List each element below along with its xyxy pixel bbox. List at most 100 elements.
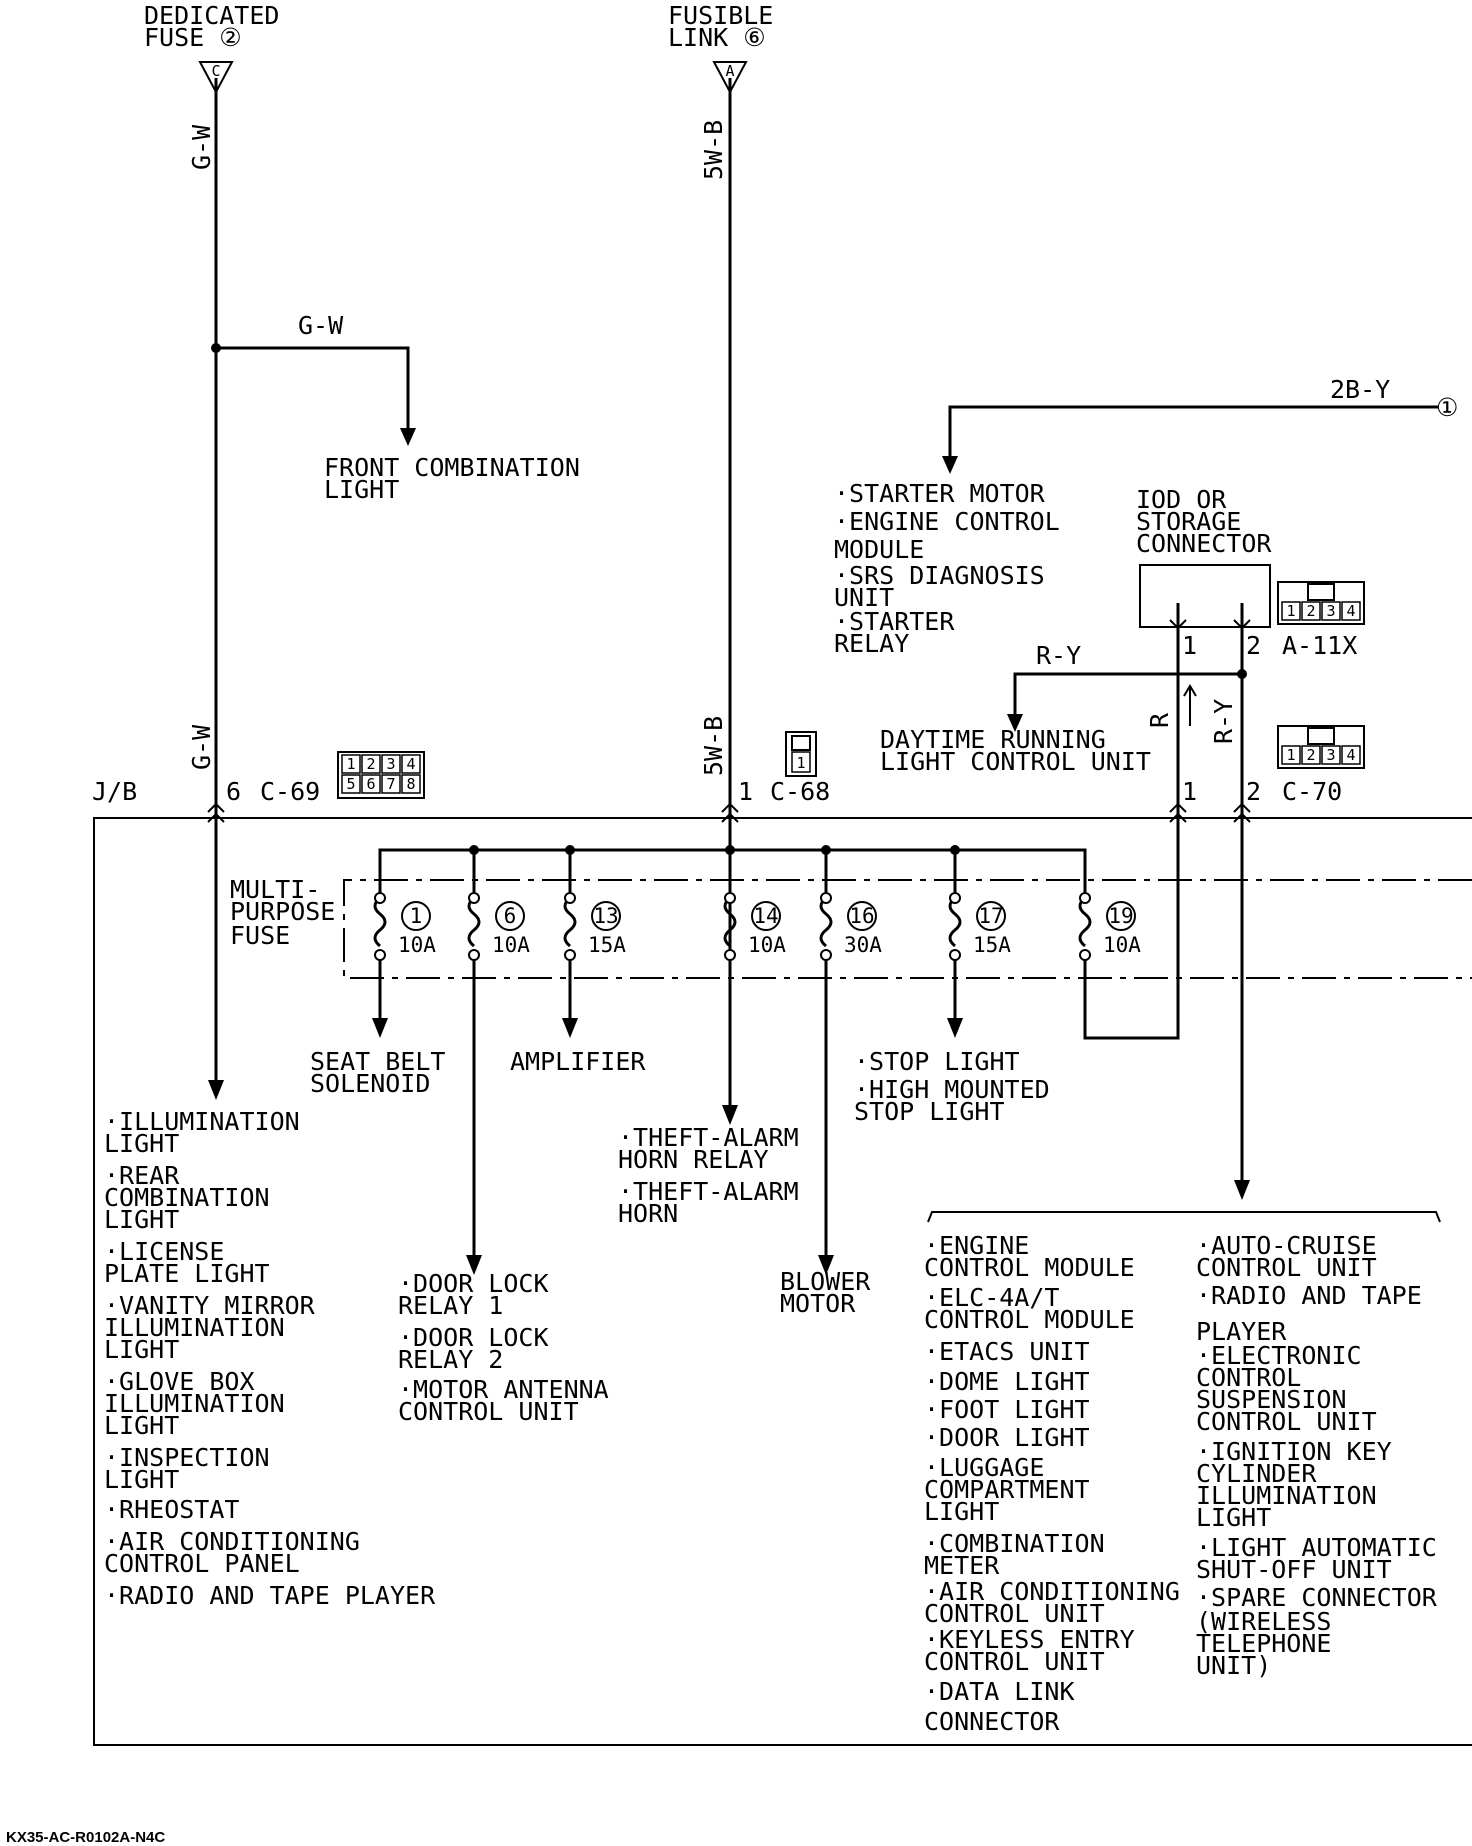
stop-light-label: ·STOP LIGHT ·HIGH MOUNTED STOP LIGHT — [854, 1047, 1065, 1126]
fuse-terminal-top — [564, 892, 576, 904]
wires — [93, 78, 1472, 1746]
fuse-number-circle — [401, 901, 431, 931]
c68-pin: 1 — [738, 777, 753, 806]
jb-label: J/B — [92, 777, 137, 806]
fuse-number-circle — [751, 901, 781, 931]
connection-ref-symbol: ① — [1436, 393, 1458, 422]
connector-pin-number: 3 — [386, 755, 395, 773]
c70-pin-1: 1 — [1182, 777, 1197, 806]
dedicated-terminal-letter: C — [211, 62, 220, 80]
iod-connector-id: A-11X — [1282, 631, 1357, 660]
right-load-column-2: ·AUTO-CRUISE CONTROL UNIT ·RADIO AND TAP… — [1196, 1231, 1452, 1680]
connector-pin-cell — [341, 754, 361, 774]
door-lock-list: ·DOOR LOCK RELAY 1 ·DOOR LOCK RELAY 2 ·M… — [398, 1269, 624, 1426]
front-combination-light-label: FRONT COMBINATION LIGHT — [324, 453, 595, 504]
fuse-terminal-top — [820, 892, 832, 904]
connector-pin-cell — [1341, 601, 1361, 621]
fuse-terminal-bottom — [1079, 949, 1091, 961]
fuse-rating: 10A — [398, 933, 436, 957]
connector-pin-number: 4 — [406, 755, 415, 773]
fuse-number-circle — [1106, 901, 1136, 931]
connector-pin-number: 6 — [366, 775, 375, 793]
connector-pin-number: 1 — [796, 754, 805, 772]
fuse-terminal-top — [949, 892, 961, 904]
connector-pin-cell — [1301, 745, 1321, 765]
fuse-number: 6 — [504, 904, 517, 928]
wire-color-r: R — [1145, 712, 1174, 728]
fusible-terminal-letter: A — [725, 62, 734, 80]
connector-pin-number: 1 — [346, 755, 355, 773]
fuse-number: 1 — [410, 904, 423, 928]
pin-chevrons — [207, 619, 1251, 823]
iod-pin-1: 1 — [1182, 631, 1197, 660]
connector-pin-cell — [1281, 745, 1301, 765]
connector-pin-number: 7 — [386, 775, 395, 793]
connector-pin-cell — [361, 774, 381, 794]
fuse-number-circle — [495, 901, 525, 931]
connector-pin-cell — [341, 774, 361, 794]
fusible-link-label: FUSIBLE LINK ⑥ — [668, 1, 788, 52]
connector-pin-number: 3 — [1326, 602, 1335, 620]
connector-pin-cell — [1321, 745, 1341, 765]
fuse-number: 13 — [593, 904, 618, 928]
fuse-rating: 30A — [844, 933, 882, 957]
iod-pin-2: 2 — [1246, 631, 1261, 660]
connector-pin-cell — [401, 754, 421, 774]
fuse-number: 17 — [978, 904, 1003, 928]
connector-pin-number: 8 — [406, 775, 415, 793]
fuse-symbol — [948, 896, 962, 948]
connector-pin-number: 2 — [1306, 602, 1315, 620]
connector-pin-cell — [361, 754, 381, 774]
fuse-rating: 10A — [1103, 933, 1141, 957]
fuse-rating: 10A — [492, 933, 530, 957]
multi-purpose-fuse-label: MULTI- PURPOSE FUSE — [230, 875, 350, 950]
fuse-terminal-bottom — [820, 949, 832, 961]
figure-code: KX35-AC-R0102A-N4C — [6, 1829, 165, 1846]
fuse-terminal-top — [374, 892, 386, 904]
arrowheads — [208, 428, 1250, 1275]
connector-pin-number: 1 — [1286, 602, 1295, 620]
fuse-terminal-top — [1079, 892, 1091, 904]
fuse-symbol — [1078, 896, 1092, 948]
fuse-terminal-top — [724, 892, 736, 904]
theft-alarm-label: ·THEFT-ALARM HORN RELAY ·THEFT-ALARM HOR… — [618, 1123, 814, 1228]
wire-color-5wb-low: 5W-B — [699, 716, 728, 776]
connector-pin-number: 2 — [366, 755, 375, 773]
connector-pin-cell — [1321, 601, 1341, 621]
fuse-terminal-bottom — [468, 949, 480, 961]
fuse-symbol — [723, 896, 737, 948]
c70-pin-2: 2 — [1246, 777, 1261, 806]
connector-pin-number: 4 — [1346, 746, 1355, 764]
connector-icon-c68: 1 — [785, 731, 817, 777]
fuse-symbol — [563, 896, 577, 948]
starter-group-label: ·STARTER MOTOR ·ENGINE CONTROL MODULE ·S… — [834, 479, 1075, 658]
connector-pin-cell — [1341, 745, 1361, 765]
wire-color-5wb-top: 5W-B — [699, 120, 728, 180]
illumination-list: ·ILLUMINATION LIGHT ·REAR COMBINATION LI… — [104, 1107, 436, 1610]
connector-pin-cell — [1301, 601, 1321, 621]
wire-color-gw-branch: G-W — [298, 311, 344, 340]
fuse-rating: 15A — [588, 933, 626, 957]
connector-pin-number: 4 — [1346, 602, 1355, 620]
wire-color-gw-low: G-W — [187, 724, 216, 770]
amplifier-label: AMPLIFIER — [510, 1047, 646, 1076]
blower-motor-label: BLOWER MOTOR — [780, 1267, 885, 1318]
right-load-column-1: ·ENGINE CONTROL MODULE ·ELC-4A/T CONTROL… — [924, 1231, 1195, 1736]
fuse-terminal-bottom — [949, 949, 961, 961]
wire-color-labels: G-W G-W G-W 5W-B 5W-B 2B-Y R-Y R R-Y — [187, 120, 1390, 776]
c68-id: C-68 — [770, 777, 830, 806]
wire-color-ry-branch: R-Y — [1036, 641, 1081, 670]
seat-belt-solenoid-label: SEAT BELT SOLENOID — [310, 1047, 461, 1098]
connection-ref: ① — [1436, 393, 1458, 422]
connector-pin-number: 5 — [346, 775, 355, 793]
fuse-symbol — [819, 896, 833, 948]
source-terminals: C A — [198, 61, 748, 95]
fuse-terminal-bottom — [374, 949, 386, 961]
